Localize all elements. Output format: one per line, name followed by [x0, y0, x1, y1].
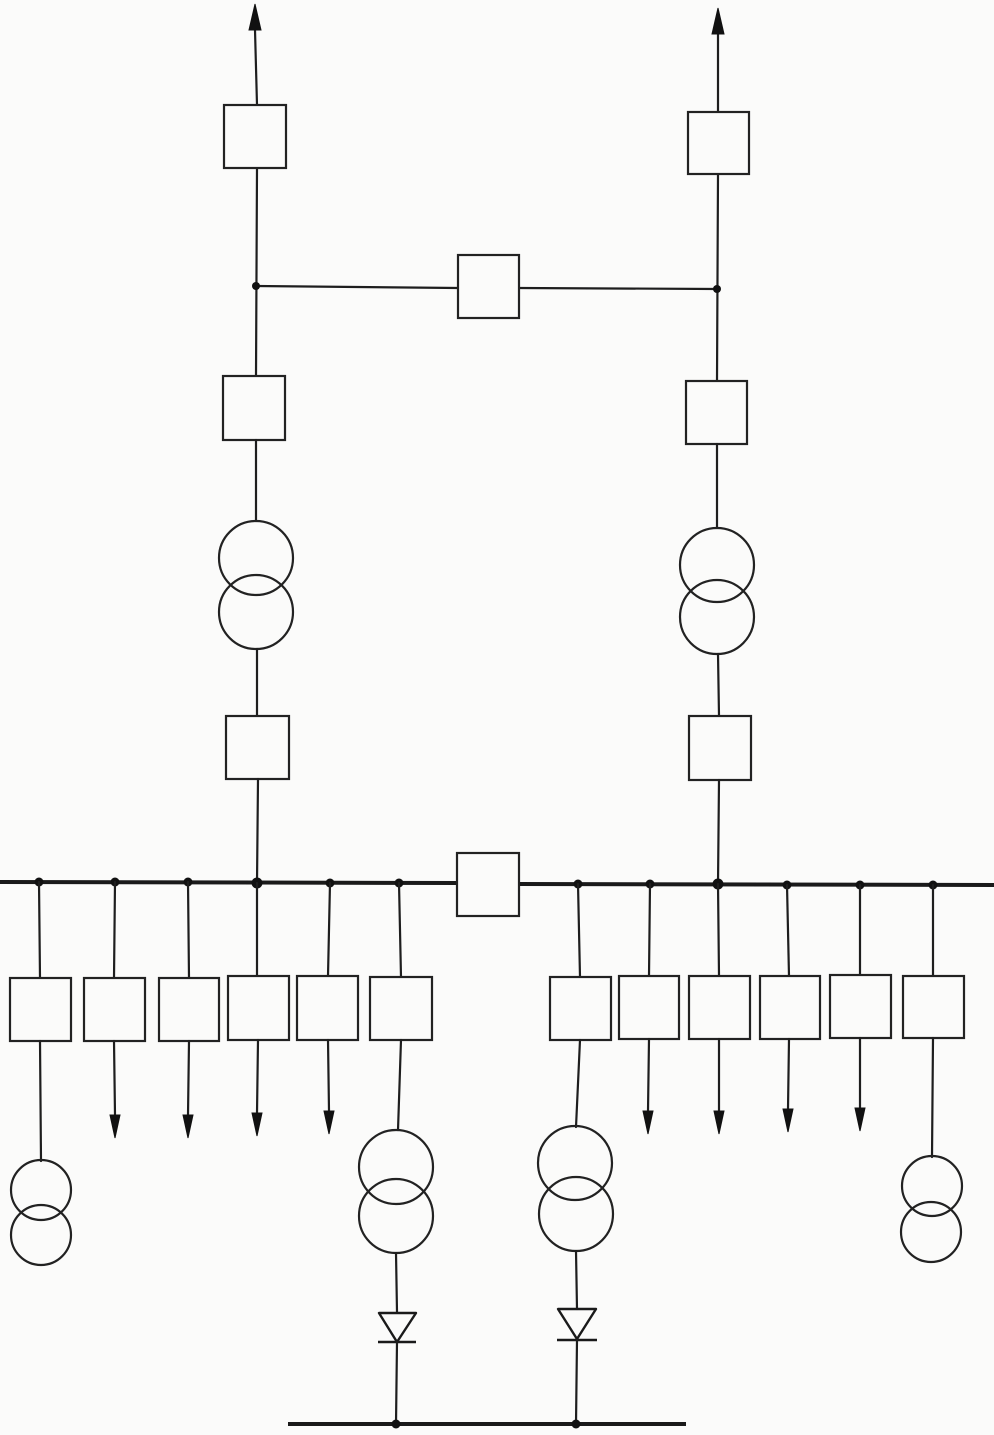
- busbar-section-1: [0, 880, 459, 885]
- auxiliary-transformer-right: [899, 1154, 964, 1264]
- feeder-breaker: [82, 976, 147, 1043]
- auxiliary-transformer-left: [9, 1158, 73, 1267]
- diode-lead-right: [574, 1249, 579, 1311]
- feeder-breaker: [548, 975, 613, 1042]
- feeder-arrow: [251, 1112, 263, 1137]
- feeder-breaker: [8, 976, 73, 1043]
- feeder-breaker: [295, 974, 360, 1042]
- lv-incomer-breaker-right: [687, 714, 753, 782]
- lv-incomer-breaker-left: [224, 714, 291, 781]
- aux-lead-left: [38, 1039, 43, 1163]
- feeder-breaker: [901, 974, 966, 1040]
- incoming-line-arrow-right: [711, 7, 725, 35]
- feeder-breaker: [368, 975, 434, 1042]
- incoming-line-arrow-left: [248, 3, 262, 31]
- power-transformer-left: [217, 519, 295, 651]
- feeder-arrow: [642, 1110, 654, 1135]
- bridge-junction-left: [252, 282, 260, 290]
- lv-incomer-lead-right: [716, 778, 721, 886]
- bridge-connection: [254, 284, 719, 291]
- feeder-arrow: [854, 1107, 866, 1132]
- dc-bus-junction-left: [391, 1419, 401, 1429]
- busbar-section-2: [518, 882, 994, 887]
- lv-lead-right: [716, 652, 721, 718]
- incoming-line-left: [248, 3, 262, 378]
- transformer-breaker-right: [684, 379, 749, 446]
- line-breaker-left: [222, 103, 288, 170]
- feeder-arrow: [782, 1108, 794, 1133]
- rectifier-lead-left: [396, 1038, 403, 1132]
- rectifier-diode-left: [377, 1311, 418, 1344]
- feeder-breaker: [687, 974, 752, 1041]
- rectifier-transformer-right: [536, 1124, 615, 1253]
- feeder-breakers: [8, 973, 966, 1043]
- feeder-arrow: [713, 1110, 725, 1135]
- feeder-drops: [37, 880, 935, 980]
- outgoing-feeders: [109, 1036, 866, 1139]
- feeder-breaker: [617, 974, 681, 1041]
- lv-incomer-lead-left: [255, 777, 260, 885]
- rectifier-lead-right: [574, 1038, 582, 1129]
- incoming-line-right: [711, 7, 725, 383]
- feeder-breaker: [758, 974, 822, 1041]
- feeder-breaker: [157, 976, 221, 1043]
- line-breaker-right: [686, 110, 751, 176]
- bus-section-breaker: [455, 851, 521, 918]
- feeder-breaker: [828, 973, 893, 1040]
- bridge-junction-right: [713, 285, 721, 293]
- feeder-breaker: [226, 974, 291, 1042]
- aux-lead-right: [930, 1036, 935, 1159]
- rectifier-transformer-left: [357, 1128, 435, 1255]
- feeder-arrow: [182, 1114, 194, 1139]
- feeder-arrow: [109, 1114, 121, 1139]
- rectifier-diode-right: [556, 1307, 598, 1342]
- diode-output-left: [394, 1340, 399, 1426]
- dc-bus-junction-right: [571, 1419, 581, 1429]
- bridge-breaker: [456, 253, 521, 320]
- diode-lead-left: [394, 1251, 399, 1314]
- diode-output-right: [574, 1338, 579, 1426]
- transformer-breaker-left: [221, 374, 287, 442]
- power-transformer-right: [678, 526, 756, 656]
- feeder-arrow: [323, 1110, 335, 1135]
